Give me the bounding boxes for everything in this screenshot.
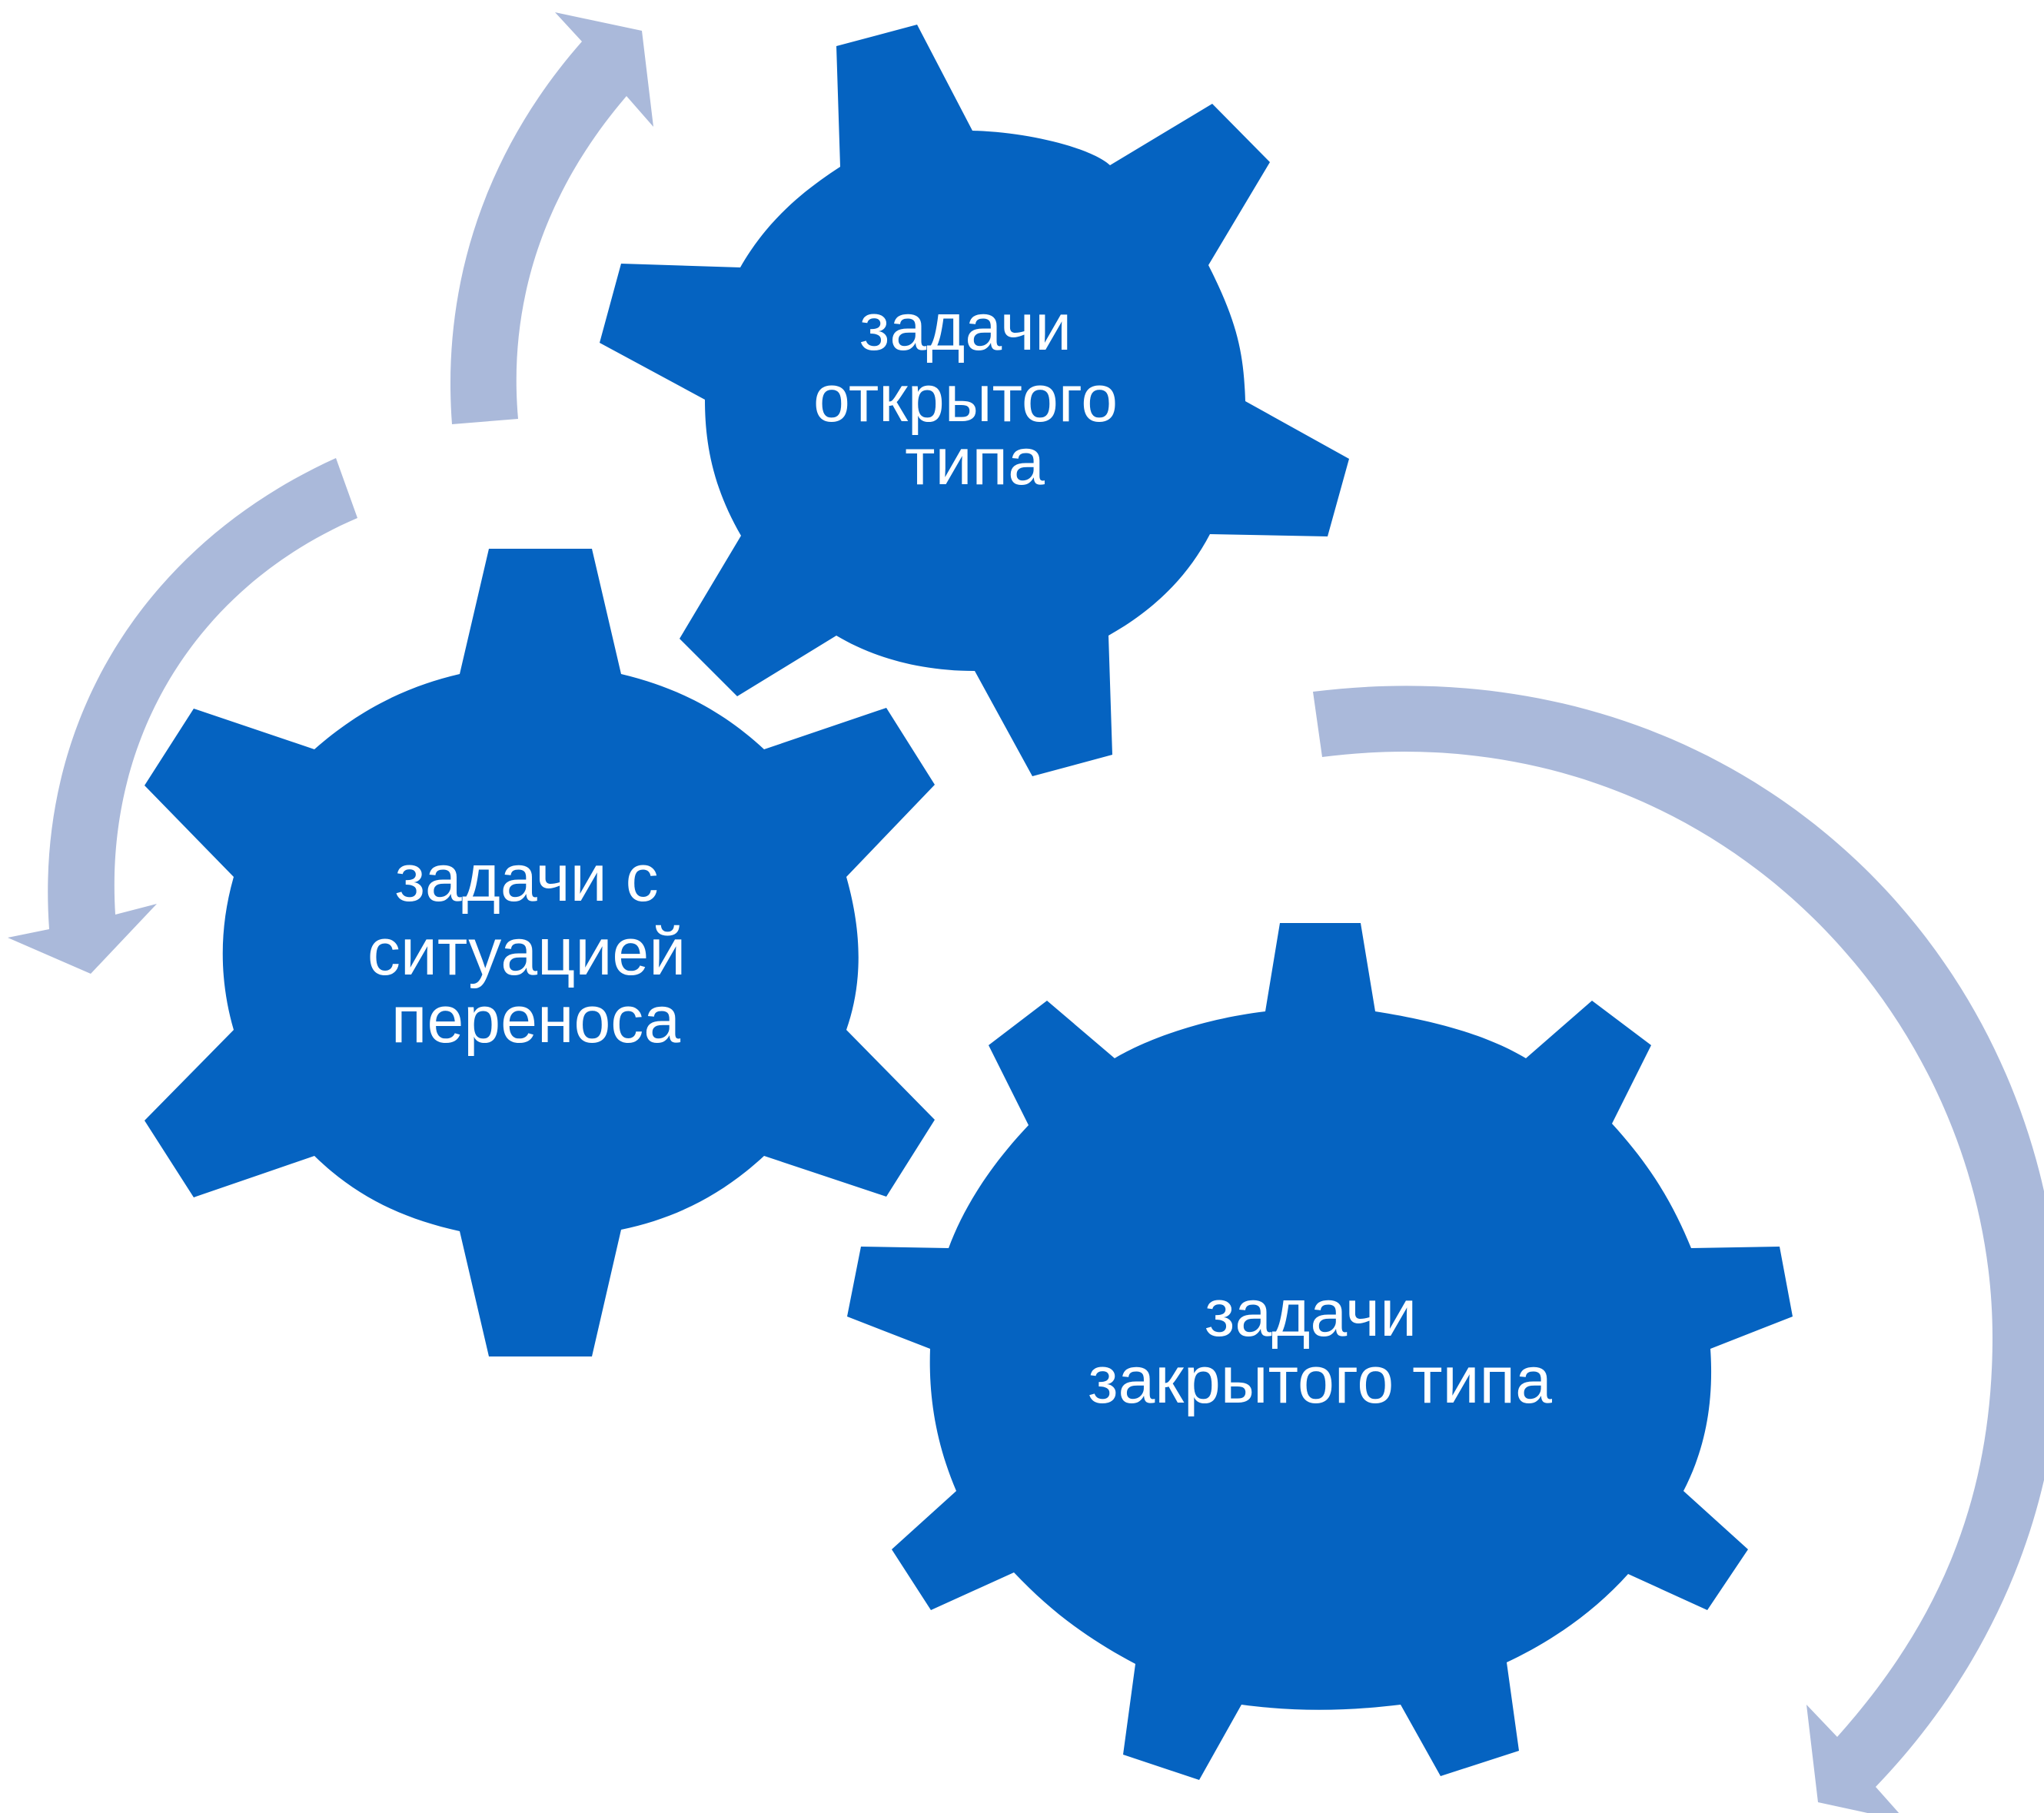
gear-open-type-line-3: типа <box>905 425 1045 499</box>
gear-open-type-line-1: задачи <box>859 291 1072 364</box>
gear-open-type-line-2: открытого <box>813 362 1118 436</box>
gear-transfer-line-2: ситуацией <box>367 915 686 989</box>
curved-arrow-right <box>1313 686 2044 1813</box>
gear-closed-type-line-2: закрытого типа <box>1088 1343 1552 1417</box>
gear-closed-type-line-1: задачи <box>1205 1277 1417 1350</box>
gear-closed-type-shape <box>847 923 1793 1780</box>
gear-open-type: задачи открытого типа <box>600 25 1349 776</box>
gear-transfer-label: задачи с ситуацией переноса <box>367 842 704 1057</box>
gear-transfer: задачи с ситуацией переноса <box>145 549 935 1356</box>
curved-arrow-left <box>8 458 357 974</box>
gear-closed-type: задачи закрытого типа <box>847 923 1793 1780</box>
gear-transfer-line-1: задачи с <box>394 842 658 915</box>
gear-transfer-line-3: переноса <box>391 983 680 1057</box>
gear-open-type-shape <box>600 25 1349 776</box>
curved-arrow-top-left <box>450 12 653 424</box>
gear-closed-type-label: задачи закрытого типа <box>1088 1277 1552 1417</box>
gear-open-type-label: задачи открытого типа <box>813 291 1136 499</box>
gear-transfer-shape <box>145 549 935 1356</box>
